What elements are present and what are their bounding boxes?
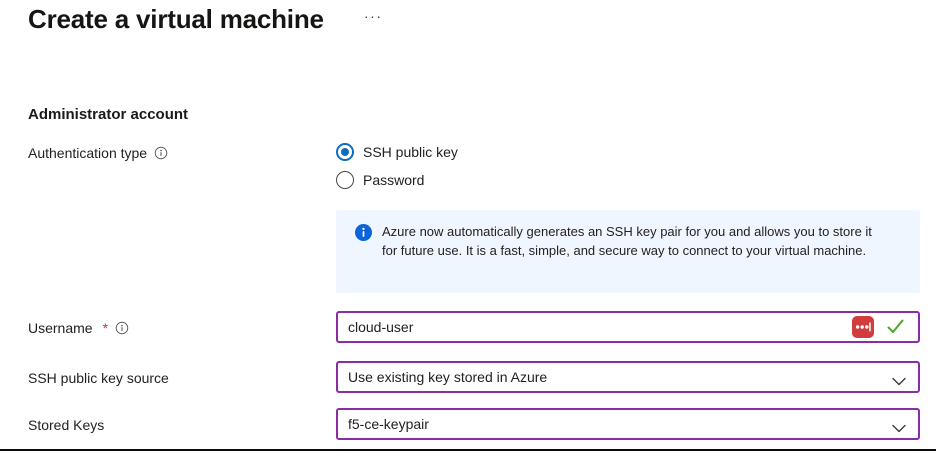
authentication-type-label: Authentication type: [28, 145, 168, 161]
info-icon[interactable]: [115, 321, 129, 335]
username-input[interactable]: [338, 313, 918, 341]
window-bottom-border: [0, 449, 936, 451]
ssh-info-banner: Azure now automatically generates an SSH…: [336, 210, 920, 293]
radio-label[interactable]: Password: [363, 172, 425, 188]
required-asterisk: *: [102, 320, 109, 336]
radio-option-ssh-public-key[interactable]: SSH public key: [336, 143, 458, 161]
valid-check-icon: [887, 319, 904, 334]
page-title: Create a virtual machine: [28, 4, 324, 34]
more-options-ellipsis-icon[interactable]: ···: [364, 8, 383, 24]
section-heading-administrator-account: Administrator account: [28, 106, 189, 123]
radio-button-icon[interactable]: [336, 143, 354, 161]
radio-button-icon[interactable]: [336, 171, 354, 189]
ssh-key-source-label: SSH public key source: [28, 370, 169, 386]
chevron-down-icon: [892, 420, 906, 432]
radio-option-password[interactable]: Password: [336, 171, 424, 189]
ssh-info-banner-text: Azure now automatically generates an SSH…: [382, 224, 872, 258]
chevron-down-icon: [892, 373, 906, 385]
username-label: Username *: [28, 320, 129, 336]
radio-label[interactable]: SSH public key: [363, 144, 458, 160]
stored-keys-dropdown[interactable]: f5-ce-keypair: [336, 408, 920, 440]
stored-keys-label: Stored Keys: [28, 417, 105, 433]
dropdown-selected-value: f5-ce-keypair: [348, 416, 429, 432]
dropdown-selected-value: Use existing key stored in Azure: [348, 369, 548, 385]
password-manager-icon[interactable]: [852, 316, 874, 338]
info-filled-icon: [355, 224, 372, 241]
username-input-wrapper: [336, 311, 920, 343]
ssh-key-source-dropdown[interactable]: Use existing key stored in Azure: [336, 361, 920, 393]
info-icon[interactable]: [154, 146, 168, 160]
